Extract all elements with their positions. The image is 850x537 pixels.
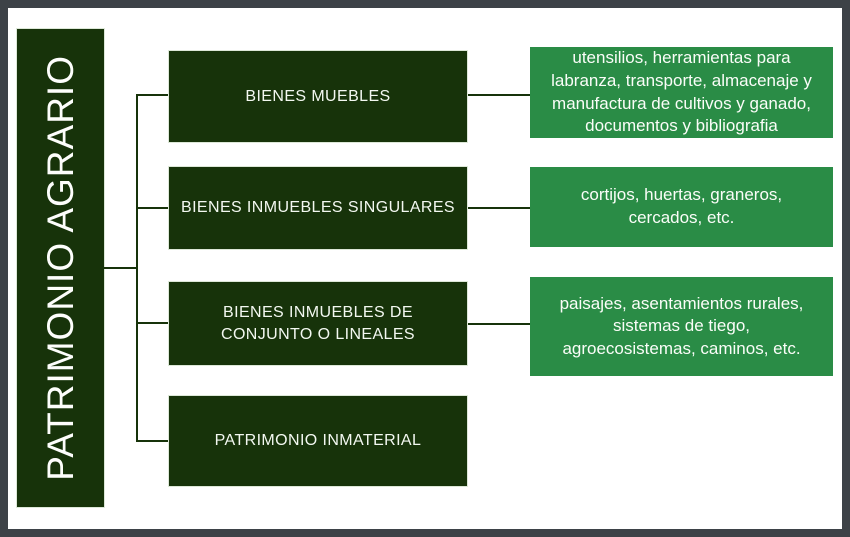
- connector-branch-4: [136, 440, 168, 442]
- category-box-bienes-inmuebles-singulares: BIENES INMUEBLES SINGULARES: [168, 166, 468, 250]
- connector-description-2: [467, 207, 530, 209]
- connector-branch-2: [136, 207, 168, 209]
- connector-description-1: [467, 94, 530, 96]
- description-text: utensilios, herramientas para labranza, …: [551, 48, 812, 136]
- category-box-bienes-muebles: BIENES MUEBLES: [168, 50, 468, 143]
- description-box-bienes-inmuebles-singulares: cortijos, huertas, graneros, cercados, e…: [530, 167, 833, 247]
- connector-root-stub: [104, 267, 137, 269]
- connector-branch-1: [136, 94, 168, 96]
- root-node-patrimonio-agrario: PATRIMONIO AGRARIO: [16, 28, 105, 508]
- category-box-patrimonio-inmaterial: PATRIMONIO INMATERIAL: [168, 395, 468, 487]
- description-box-bienes-inmuebles-de-conjunto-o-lineales: paisajes, asentamientos rurales, sistema…: [530, 277, 833, 376]
- description-box-bienes-muebles: utensilios, herramientas para labranza, …: [530, 47, 833, 138]
- root-label: PATRIMONIO AGRARIO: [39, 55, 81, 481]
- category-label: BIENES INMUEBLES DE CONJUNTO O LINEALES: [220, 303, 415, 343]
- connector-branch-3: [136, 322, 168, 324]
- connector-description-3: [467, 323, 530, 325]
- category-box-bienes-inmuebles-de-conjunto-o-lineales: BIENES INMUEBLES DE CONJUNTO O LINEALES: [168, 281, 468, 366]
- category-label: BIENES INMUEBLES SINGULARES: [181, 199, 455, 217]
- category-label: BIENES MUEBLES: [245, 87, 391, 105]
- connector-trunk: [136, 94, 138, 442]
- description-text: cortijos, huertas, graneros, cercados, e…: [580, 185, 783, 227]
- category-label: PATRIMONIO INMATERIAL: [214, 432, 422, 450]
- description-text: paisajes, asentamientos rurales, sistema…: [559, 293, 804, 358]
